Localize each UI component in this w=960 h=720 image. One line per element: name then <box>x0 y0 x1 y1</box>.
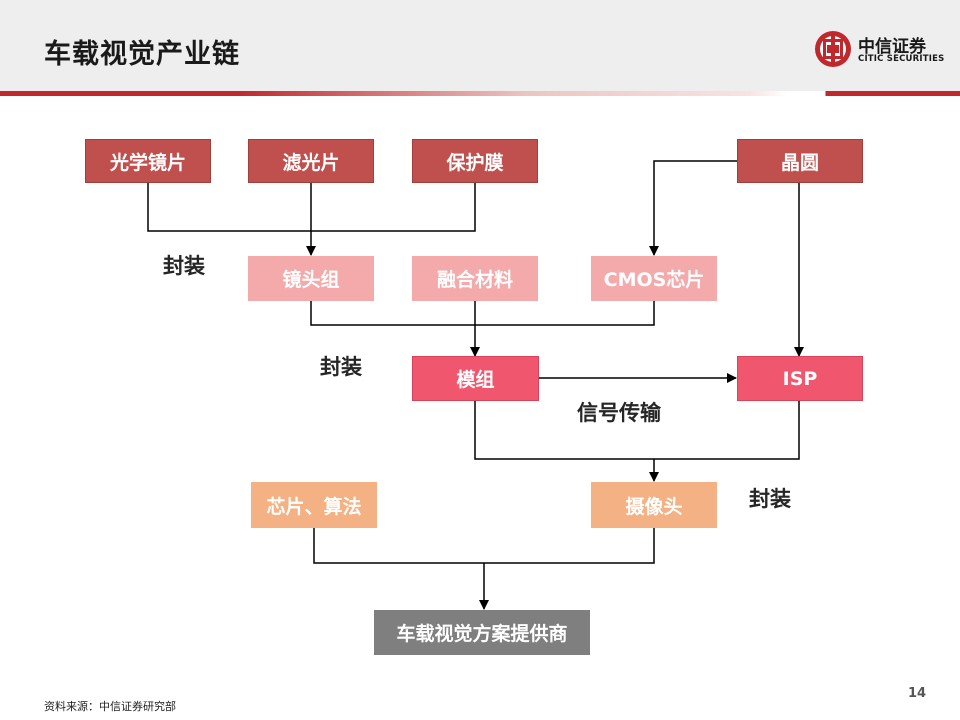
node-lens-group: 镜头组 <box>248 256 374 301</box>
node-provider: 车载视觉方案提供商 <box>374 610 590 655</box>
logo-chinese-text: 中信证券 <box>858 37 926 57</box>
connector-chip-algorithm <box>313 528 484 564</box>
connector-isp-down <box>654 401 800 460</box>
page-title: 车载视觉产业链 <box>44 39 240 70</box>
header-divider <box>0 91 960 96</box>
page-number: 14 <box>908 686 927 701</box>
node-protective-film: 保护膜 <box>412 139 538 183</box>
node-camera: 摄像头 <box>591 482 717 528</box>
citic-logo-icon <box>815 31 851 67</box>
connector-lens-group <box>310 301 475 326</box>
node-filter: 滤光片 <box>248 139 374 183</box>
source-note: 资料来源：中信证券研究部 <box>44 700 176 713</box>
node-chip-algorithm: 芯片、算法 <box>251 482 377 528</box>
connector-module-down <box>474 401 654 460</box>
node-module: 模组 <box>412 356 539 401</box>
node-optical-lens: 光学镜片 <box>85 139 211 183</box>
connector-cmos <box>475 301 655 326</box>
connector-optical-lens <box>147 183 311 232</box>
node-fusion-material: 融合材料 <box>412 256 538 301</box>
connector-protective-film <box>311 183 476 232</box>
label-packaging-2: 封装 <box>320 355 362 379</box>
connector-camera <box>484 528 655 564</box>
logo-english-text: CITIC SECURITIES <box>858 54 945 64</box>
node-wafer: 晶圆 <box>737 139 863 183</box>
connector-wafer-to-cmos <box>649 160 737 256</box>
label-packaging-3: 封装 <box>749 487 791 511</box>
header-bar <box>0 0 960 91</box>
node-cmos-chip: CMOS芯片 <box>591 256 717 301</box>
label-packaging-1: 封装 <box>163 254 205 278</box>
company-logo: 中信证券 CITIC SECURITIES <box>814 30 944 70</box>
label-signal-transmission: 信号传输 <box>577 401 661 425</box>
node-isp: ISP <box>737 356 863 401</box>
